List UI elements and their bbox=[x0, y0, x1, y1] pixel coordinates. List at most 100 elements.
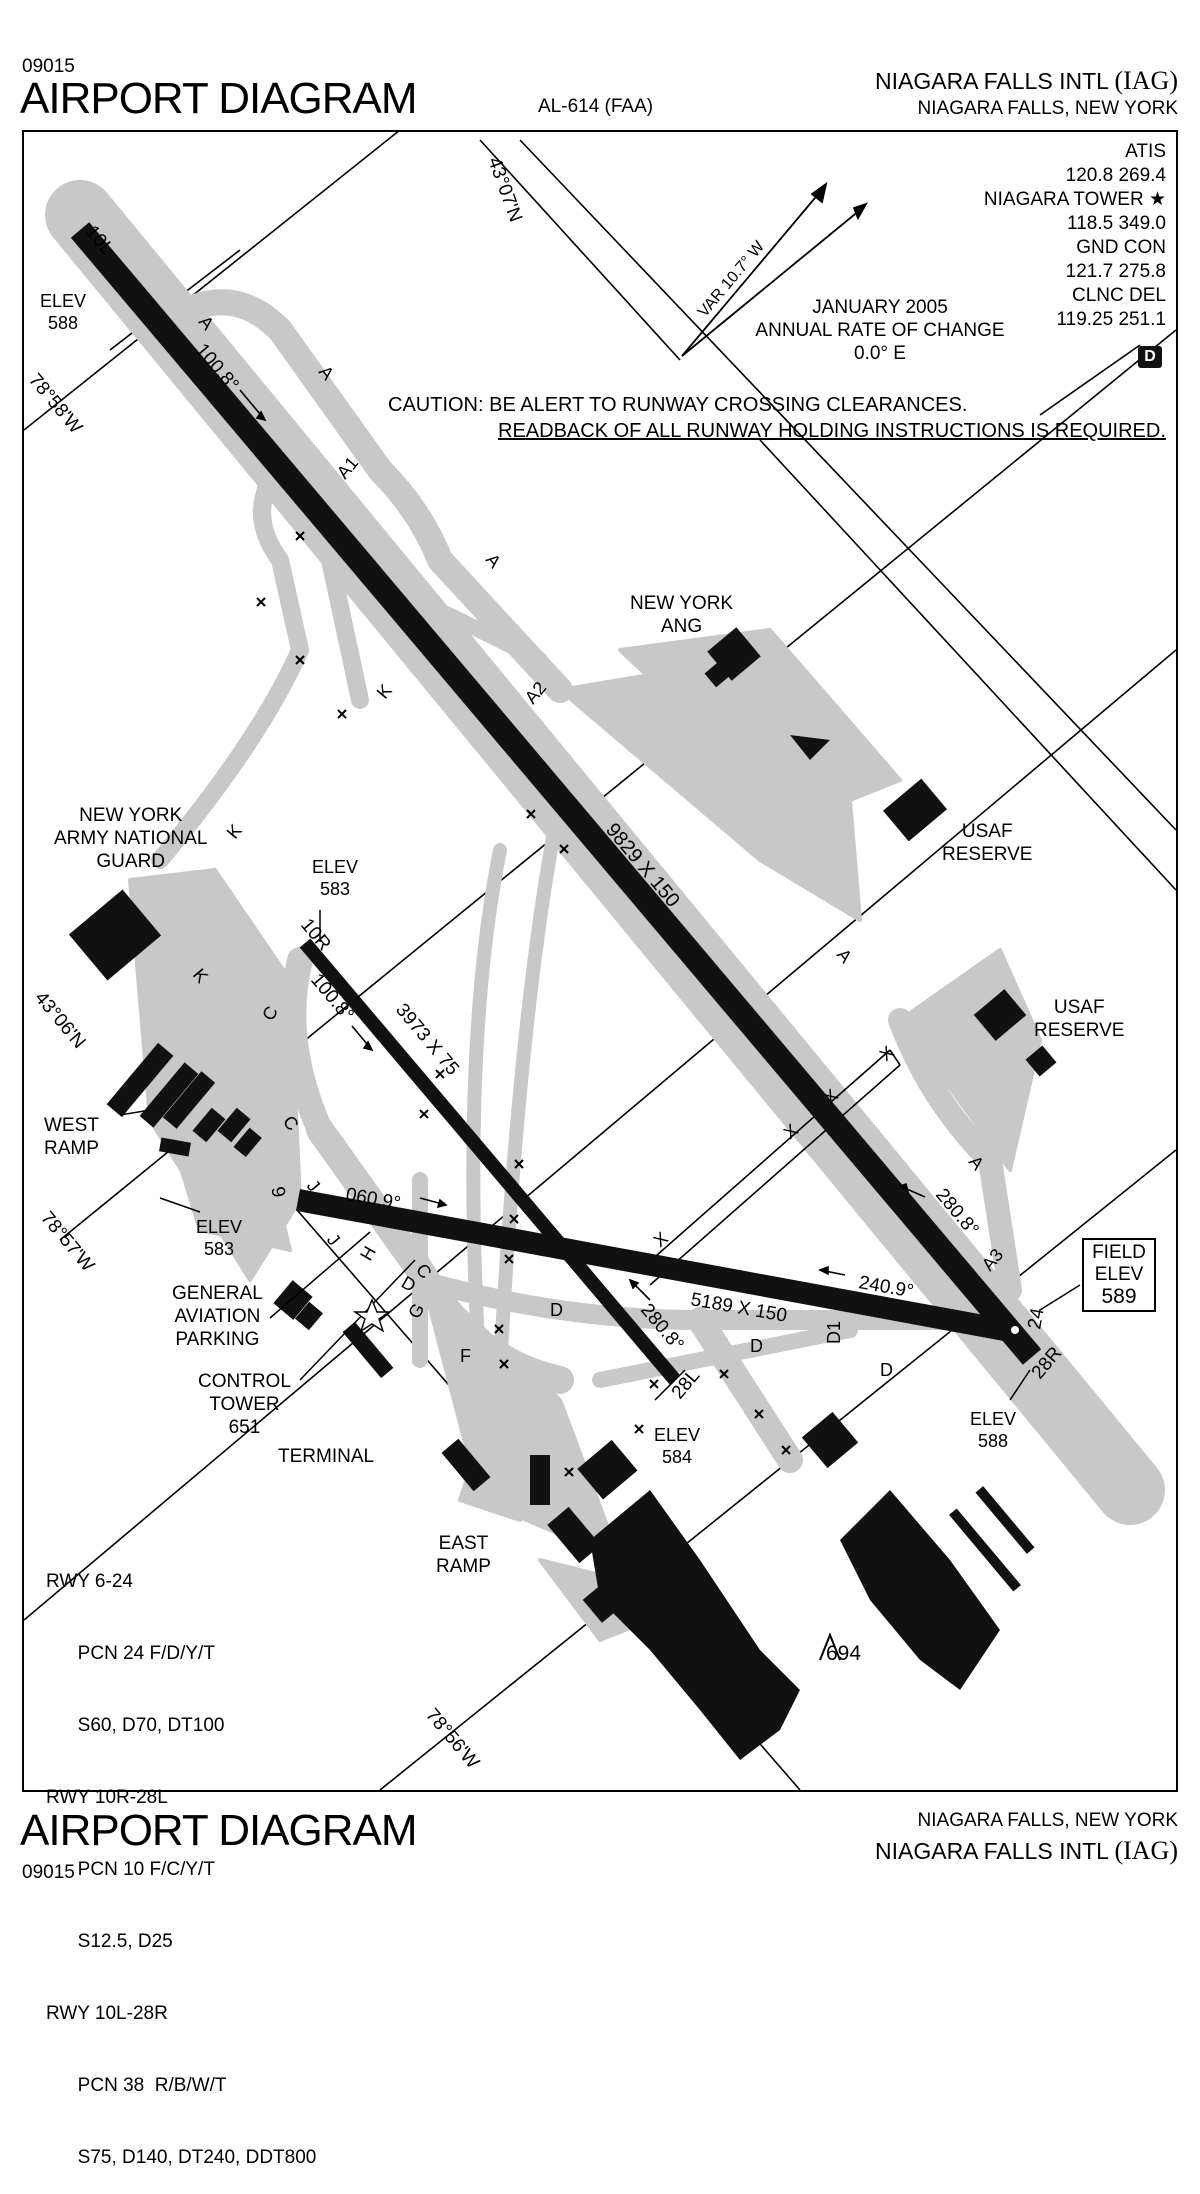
elev-value: 584 bbox=[661, 1447, 693, 1467]
longitude-label-78-58: 78°58'W bbox=[24, 370, 86, 438]
city-state-bottom: NIAGARA FALLS, NEW YORK bbox=[917, 1810, 1178, 1831]
latitude-label-43-06: 43°06'N bbox=[30, 988, 89, 1053]
label-terminal: TERMINAL bbox=[278, 1446, 375, 1467]
magvar-date: JANUARY 2005 bbox=[812, 297, 948, 318]
caution-line-1: CAUTION: BE ALERT TO RUNWAY CROSSING CLE… bbox=[388, 394, 968, 416]
elev-28L: ELEV 584 bbox=[654, 1424, 700, 1468]
airport-name-text: NIAGARA FALLS INTL bbox=[875, 68, 1109, 94]
rwy-info-line: S75, D140, DT240, DDT800 bbox=[46, 2147, 317, 2168]
heading-arrows bbox=[239, 389, 926, 1301]
elev-value: 588 bbox=[977, 1431, 1009, 1451]
elev-value: 583 bbox=[319, 879, 351, 899]
taxiway-K-label: K bbox=[373, 681, 396, 703]
coordinate-grid bbox=[24, 132, 1176, 1790]
diagram-frame bbox=[22, 130, 1178, 1792]
elev-value: 588 bbox=[47, 313, 79, 333]
page-title-bottom: AIRPORT DIAGRAM bbox=[20, 1806, 418, 1855]
taxiway-A-label: A bbox=[482, 550, 505, 572]
label-usaf-reserve: USAF RESERVE bbox=[1034, 996, 1124, 1042]
label-line: AVIATION bbox=[174, 1306, 261, 1327]
airport-code: (IAG) bbox=[1114, 1836, 1178, 1865]
taxiway-D-label: D bbox=[880, 1360, 893, 1380]
runway-end-24: 24 bbox=[1024, 1306, 1048, 1331]
longitude-label-78-57: 78°57'W bbox=[36, 1208, 98, 1276]
freq-clearance-values: 119.25 251.1 bbox=[1056, 309, 1166, 330]
field-elev-label: FIELD bbox=[1092, 1242, 1146, 1263]
elev-label: ELEV bbox=[654, 1425, 701, 1445]
magnetic-variation bbox=[681, 181, 868, 357]
taxiway-J-label: J bbox=[323, 1230, 344, 1250]
runway-10R-28L bbox=[299, 938, 681, 1385]
label-west-ramp: WEST RAMP bbox=[44, 1114, 99, 1160]
airport-name-text: NIAGARA FALLS INTL bbox=[875, 1838, 1109, 1864]
label-usaf-reserve: USAF RESERVE bbox=[942, 820, 1032, 866]
rwy-info-line: PCN 10 F/C/Y/T bbox=[46, 1859, 215, 1880]
taxiway-H-label: H bbox=[356, 1243, 380, 1264]
runway-10L-28R bbox=[70, 222, 1042, 1365]
magvar-rate-label: ANNUAL RATE OF CHANGE bbox=[755, 320, 1005, 341]
freq-atis-values: 120.8 269.4 bbox=[1065, 165, 1166, 186]
label-line: RESERVE bbox=[942, 844, 1033, 865]
elev-label: ELEV bbox=[196, 1217, 243, 1237]
rwy-info-line: S12.5, D25 bbox=[46, 1931, 173, 1952]
runway-6-24 bbox=[296, 1189, 1007, 1341]
label-line: GENERAL bbox=[172, 1283, 263, 1304]
elev-value: 583 bbox=[203, 1239, 235, 1259]
taxiway-K-label: K bbox=[223, 821, 246, 843]
label-line: CONTROL bbox=[198, 1371, 291, 1392]
label-line: USAF bbox=[1053, 997, 1105, 1018]
elev-28R: ELEV 588 bbox=[970, 1408, 1016, 1452]
taxiway-D-label: D bbox=[550, 1300, 563, 1320]
field-elev-value: 589 bbox=[1101, 1285, 1137, 1308]
rwy-info-line: PCN 38 R/B/W/T bbox=[46, 2075, 227, 2096]
label-line: PARKING bbox=[175, 1329, 260, 1350]
airport-name-top: NIAGARA FALLS INTL (IAG) bbox=[875, 66, 1178, 96]
label-ny-ang: NEW YORK ANG bbox=[630, 592, 733, 638]
label-line: NEW YORK bbox=[630, 593, 734, 614]
elev-6: ELEV 583 bbox=[196, 1216, 242, 1260]
label-line: USAF bbox=[961, 821, 1013, 842]
label-east-ramp: EAST RAMP bbox=[436, 1532, 491, 1578]
freq-clearance-label: CLNC DEL bbox=[1072, 285, 1166, 306]
label-ny-army-national-guard: NEW YORK ARMY NATIONAL GUARD bbox=[54, 804, 207, 873]
label-line: RAMP bbox=[436, 1556, 491, 1577]
field-elev-label: ELEV bbox=[1094, 1264, 1144, 1285]
label-line: TOWER bbox=[209, 1394, 280, 1415]
rwy-info-line: RWY 6-24 bbox=[46, 1571, 133, 1592]
rwy-info-line: RWY 10L-28R bbox=[46, 2003, 168, 2024]
label-line: NEW YORK bbox=[79, 805, 183, 826]
magnetic-variation-info: JANUARY 2005 ANNUAL RATE OF CHANGE 0.0° … bbox=[740, 296, 1020, 365]
label-line: EAST bbox=[438, 1533, 489, 1554]
taxiway-X-label: X bbox=[876, 1042, 898, 1065]
rwy-info-line: S60, D70, DT100 bbox=[46, 1715, 225, 1736]
label-line: RAMP bbox=[44, 1138, 99, 1159]
label-line: RESERVE bbox=[1034, 1020, 1125, 1041]
label-line: GUARD bbox=[96, 851, 166, 872]
airport-name-bottom: NIAGARA FALLS INTL (IAG) bbox=[875, 1836, 1178, 1866]
runways bbox=[70, 222, 1042, 1385]
elev-10R: ELEV 583 bbox=[312, 856, 358, 900]
dme-leader bbox=[1039, 344, 1141, 416]
page-title-top: AIRPORT DIAGRAM bbox=[20, 74, 418, 123]
elev-label: ELEV bbox=[40, 291, 87, 311]
taxiway-A-label: A bbox=[833, 945, 856, 967]
label-line: ARMY NATIONAL bbox=[54, 828, 208, 849]
taxiway-D-label: D bbox=[750, 1336, 763, 1356]
label-line: 651 bbox=[228, 1417, 261, 1438]
latitude-label-43-07: 43°07'N bbox=[483, 155, 526, 225]
leader-lines bbox=[119, 910, 1081, 1401]
label-line: ANG bbox=[660, 616, 703, 637]
taxiway-X-label: X bbox=[650, 1228, 672, 1251]
runway-end-6: 6 bbox=[268, 1185, 291, 1199]
label-line: WEST bbox=[44, 1115, 99, 1136]
rwy-info-line: RWY 10R-28L bbox=[46, 1787, 168, 1808]
tower-star-icon bbox=[352, 1298, 392, 1333]
taxiway-x-outline bbox=[639, 1049, 901, 1286]
runway-pcn-info: RWY 6-24 PCN 24 F/D/Y/T S60, D70, DT100 … bbox=[46, 1522, 316, 2194]
freq-atis-label: ATIS bbox=[1125, 141, 1166, 162]
field-elevation-box: FIELD ELEV 589 bbox=[1082, 1238, 1156, 1312]
freq-ground-label: GND CON bbox=[1076, 237, 1166, 258]
freq-tower-values: 118.5 349.0 bbox=[1067, 213, 1166, 234]
hold-short-marks bbox=[256, 531, 791, 1477]
airport-code: (IAG) bbox=[1114, 66, 1178, 95]
